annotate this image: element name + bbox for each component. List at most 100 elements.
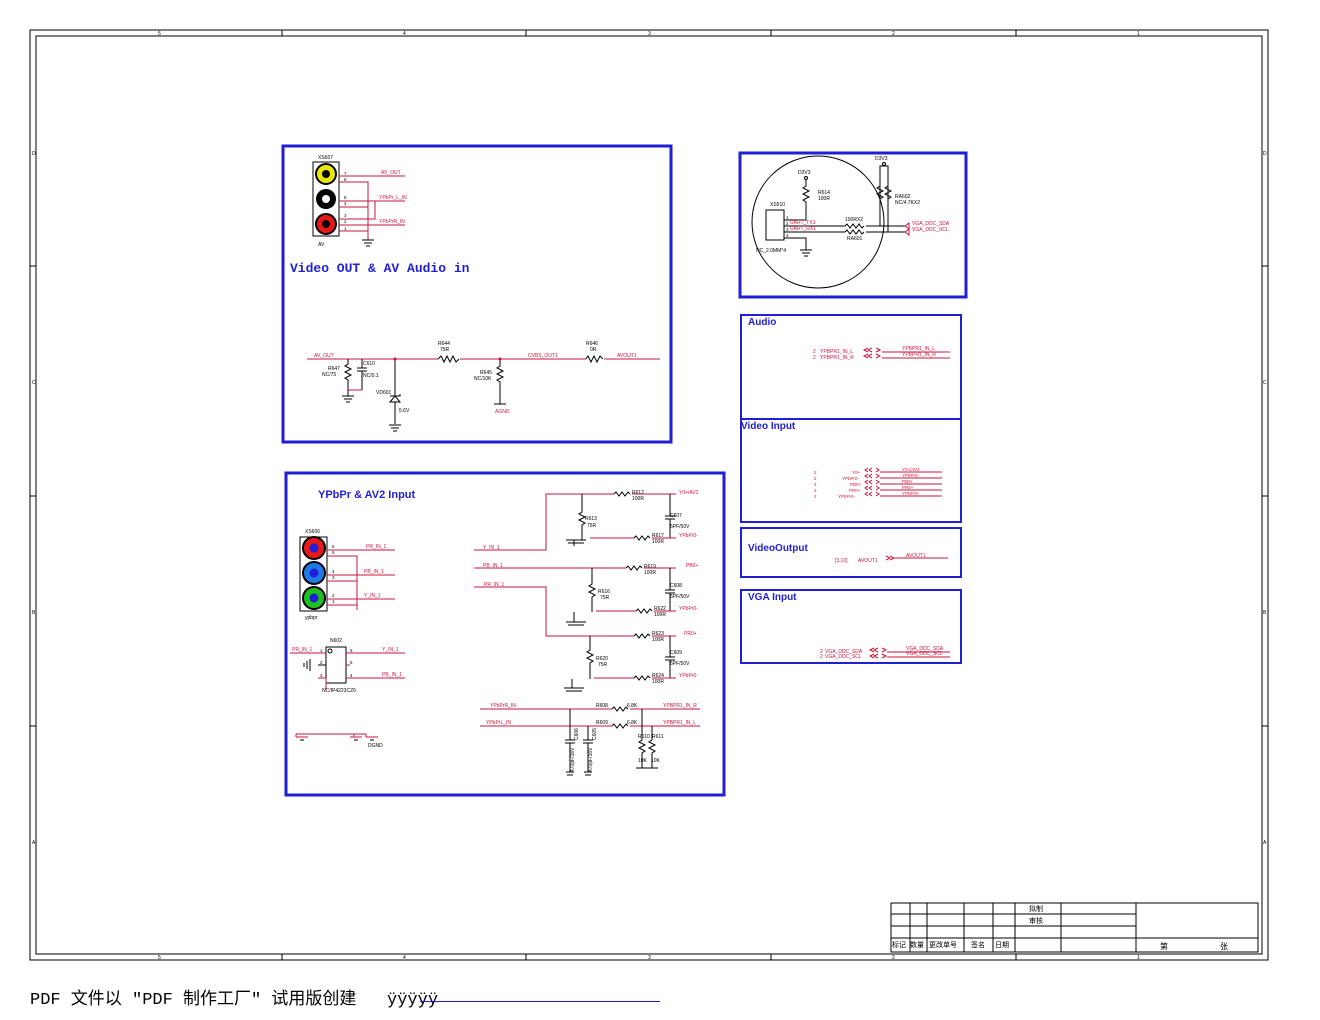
svg-text:2: 2 (786, 221, 789, 226)
svg-text:C609: C609 (670, 650, 682, 656)
svg-text:100R: 100R (652, 637, 664, 643)
svg-text:PB0+: PB0+ (686, 563, 698, 569)
svg-text:5: 5 (350, 660, 353, 665)
svg-text:CVBS_OUT1: CVBS_OUT1 (528, 353, 558, 359)
svg-text:R620: R620 (596, 656, 608, 662)
svg-text:100R: 100R (644, 570, 656, 576)
svg-text:2: 2 (344, 219, 347, 224)
svg-text:100R: 100R (652, 679, 664, 685)
svg-text:YPbPr0-: YPbPr0- (902, 473, 920, 478)
svg-text:R646: R646 (586, 341, 598, 347)
svg-text:YPBPR1_IN_L: YPBPR1_IN_L (663, 720, 696, 726)
svg-text:C605: C605 (592, 728, 598, 740)
svg-text:YPbPr0-: YPbPr0- (679, 606, 698, 612)
ypbpr-block: YPbPr & AV2 Input XS606 ypbpr 6 5 4 3 2 … (284, 471, 726, 797)
svg-text:C610: C610 (363, 361, 375, 367)
svg-text:75R: 75R (440, 347, 450, 353)
svg-text:DGND: DGND (368, 743, 383, 749)
svg-text:YPbPr_L_IN: YPbPr_L_IN (379, 195, 407, 201)
svg-text:D3V3: D3V3 (798, 170, 811, 176)
svg-text:5.6V: 5.6V (399, 408, 410, 414)
svg-text:75R: 75R (600, 595, 610, 601)
col-marker: 1 (1137, 31, 1140, 37)
svg-text:审核: 审核 (1029, 916, 1043, 925)
svg-text:XS606: XS606 (305, 529, 320, 535)
row-marker: A (1263, 840, 1267, 846)
svg-text:RA601: RA601 (847, 236, 863, 242)
svg-text:Y0+/AV2: Y0+/AV2 (902, 467, 920, 472)
svg-text:2: 2 (332, 593, 335, 598)
video-out-block: XS607 AV 7 6 5 4 3 2 1 AV_OUT YPbPr_L_IN… (281, 144, 673, 444)
av-connector (312, 161, 340, 237)
svg-text:R611: R611 (652, 734, 664, 740)
svg-text:NC/75: NC/75 (322, 372, 336, 378)
svg-text:VGA_DDC_SDA: VGA_DDC_SDA (825, 649, 863, 655)
svg-text:YPbPrL_IN: YPbPrL_IN (486, 720, 511, 726)
svg-text:YPBPR1_IN_R: YPBPR1_IN_R (902, 352, 936, 358)
svg-text:75R: 75R (587, 523, 597, 529)
svg-text:YPBPR1_IN_L: YPBPR1_IN_L (902, 346, 935, 352)
svg-text:PR0+: PR0+ (849, 488, 861, 493)
svg-text:470pF/16V: 470pF/16V (570, 747, 576, 772)
svg-text:NC/10K: NC/10K (474, 376, 492, 382)
svg-text:R647: R647 (328, 366, 340, 372)
svg-text:AVOUT1: AVOUT1 (617, 353, 637, 359)
svg-text:R613: R613 (585, 516, 597, 522)
svg-text:ypbpr: ypbpr (305, 615, 318, 621)
col-marker: 2 (892, 955, 895, 961)
svg-text:VGA_DDC_SCL: VGA_DDC_SCL (825, 654, 862, 660)
svg-text:VGA_DDC_SCL: VGA_DDC_SCL (906, 651, 943, 657)
svg-text:YPbPr0-: YPbPr0- (838, 494, 856, 499)
svg-text:R624: R624 (652, 673, 664, 679)
svg-text:2: 2 (820, 649, 823, 655)
svg-text:AVOUT1: AVOUT1 (906, 553, 926, 559)
svg-text:N602: N602 (330, 638, 342, 644)
watermark-link[interactable]: ÿÿÿÿÿ (387, 991, 439, 1010)
svg-text:R610: R610 (638, 734, 650, 740)
svg-text:AVOUT1: AVOUT1 (858, 558, 878, 564)
col-marker: 5 (158, 955, 161, 961)
vga-input-block: VGA Input 2 2 VGA_DDC_SDA VGA_DDC_SCL VG… (740, 589, 962, 664)
svg-text:3: 3 (344, 213, 347, 218)
svg-text:VD601: VD601 (376, 390, 392, 396)
svg-text:UART_TX1: UART_TX1 (790, 220, 816, 226)
svg-text:R608: R608 (596, 703, 608, 709)
svg-text:YPbPr0-: YPbPr0- (679, 673, 698, 679)
svg-text:VGA_DDC_SDA: VGA_DDC_SDA (906, 646, 944, 652)
col-marker: 5 (158, 31, 161, 37)
row-marker: D (32, 151, 36, 157)
svg-text:YPBPR1_IN_L: YPBPR1_IN_L (820, 349, 853, 355)
svg-text:PR_IN_1: PR_IN_1 (366, 544, 387, 550)
svg-text:PR0+: PR0+ (684, 631, 697, 637)
svg-text:10K: 10K (638, 758, 648, 764)
svg-text:0R: 0R (590, 347, 597, 353)
row-marker: C (1263, 380, 1267, 386)
svg-text:XS510: XS510 (770, 202, 785, 208)
svg-text:2: 2 (813, 349, 816, 355)
video-input-block: Video Input 2 2 2 2 2 Y0+ YPbPr0- PB0+ P… (740, 418, 962, 523)
svg-text:YPbPr0-: YPbPr0- (902, 491, 920, 496)
svg-text:第: 第 (1160, 941, 1168, 951)
svg-text:5: 5 (332, 550, 335, 555)
svg-text:R616: R616 (598, 589, 610, 595)
svg-text:6: 6 (332, 544, 335, 549)
svg-text:100R: 100R (632, 496, 644, 502)
svg-text:PR0+: PR0+ (902, 485, 914, 490)
svg-text:2: 2 (813, 355, 816, 361)
svg-text:AV_OUT: AV_OUT (381, 170, 401, 176)
svg-text:Video Input: Video Input (741, 421, 796, 432)
svg-text:1: 1 (786, 215, 789, 220)
svg-text:AV_OUT: AV_OUT (314, 353, 334, 359)
svg-text:R609: R609 (596, 720, 608, 726)
svg-text:NC/0.1: NC/0.1 (363, 373, 379, 379)
col-marker: 2 (892, 31, 895, 37)
svg-text:YPbPr0-: YPbPr0- (842, 476, 860, 481)
svg-text:标记: 标记 (892, 940, 906, 949)
col-marker: 3 (648, 31, 651, 37)
svg-text:R614: R614 (818, 190, 830, 196)
svg-text:PR_IN_1: PR_IN_1 (484, 582, 505, 588)
svg-text:签名: 签名 (971, 940, 985, 949)
svg-text:AV: AV (318, 242, 325, 248)
svg-text:PB0+: PB0+ (850, 482, 862, 487)
